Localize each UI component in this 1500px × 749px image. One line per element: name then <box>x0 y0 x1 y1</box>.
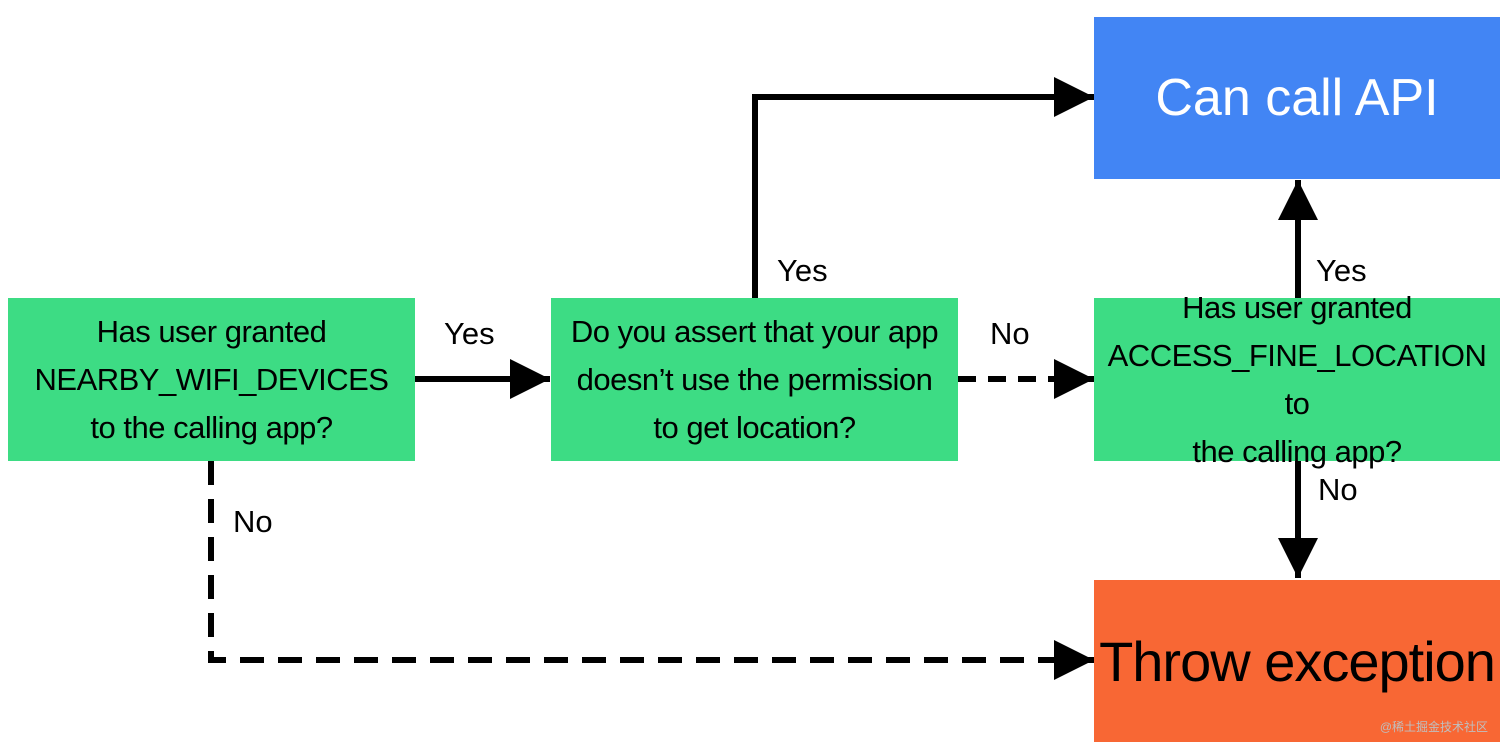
node-can-call-api: Can call API <box>1094 17 1500 179</box>
edge-wifi-no <box>208 461 1094 680</box>
label-assert-yes: Yes <box>777 253 828 288</box>
label-wifi-no: No <box>233 504 273 539</box>
node-throw-exception-text: Throw exception <box>1099 629 1496 693</box>
node-nearby-wifi-text: Has user granted NEARBY_WIFI_DEVICES to … <box>34 313 389 445</box>
label-location-yes: Yes <box>1316 253 1367 288</box>
node-nearby-wifi-question: Has user granted NEARBY_WIFI_DEVICES to … <box>8 298 415 461</box>
label-location-no: No <box>1318 472 1358 507</box>
node-can-call-api-text: Can call API <box>1155 69 1439 127</box>
label-wifi-yes: Yes <box>444 316 495 351</box>
watermark: @稀土掘金技术社区 <box>1379 720 1488 734</box>
node-fine-location-question: Has user granted ACCESS_FINE_LOCATION to… <box>1094 290 1500 469</box>
node-assert-text: Do you assert that your app doesn’t use … <box>570 313 939 445</box>
edge-assert-yes <box>752 77 1094 298</box>
node-assert-question: Do you assert that your app doesn’t use … <box>551 298 958 461</box>
label-assert-no: No <box>990 316 1030 351</box>
node-throw-exception: Throw exception <box>1094 580 1500 742</box>
node-fine-location-text: Has user granted ACCESS_FINE_LOCATION to… <box>1107 289 1487 469</box>
